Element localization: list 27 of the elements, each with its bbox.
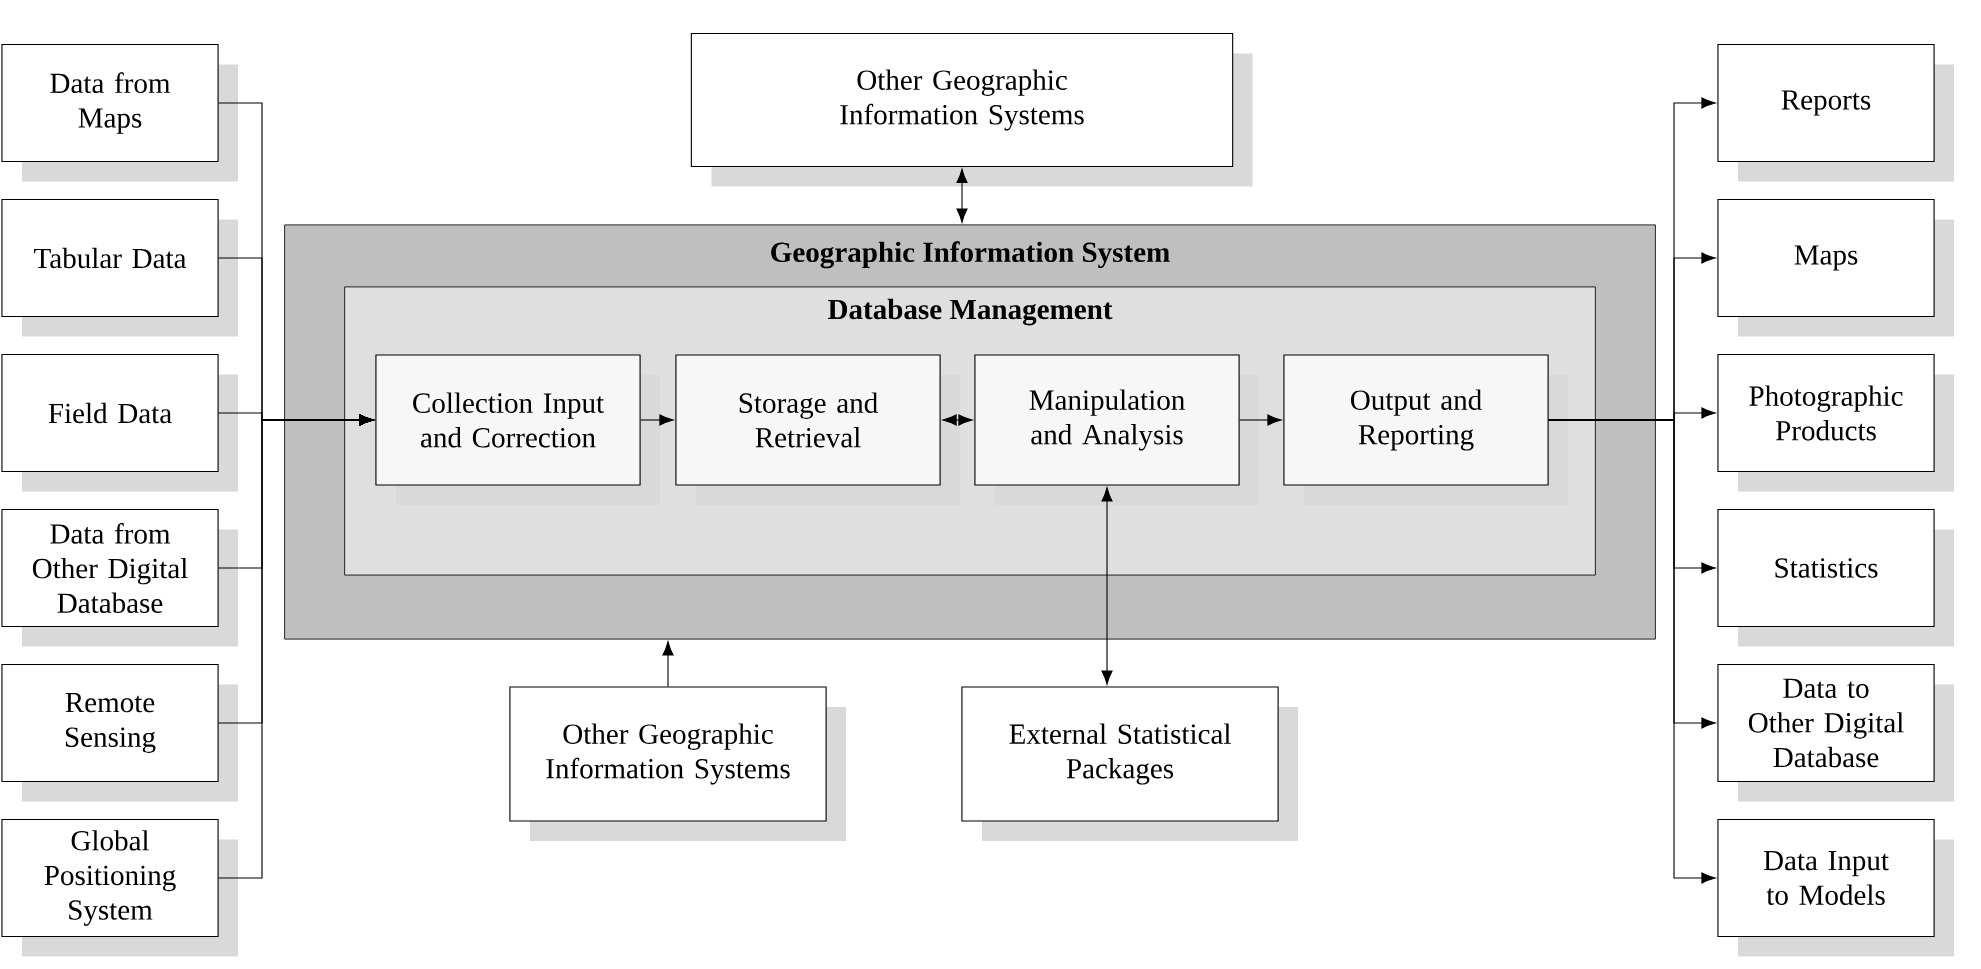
text-box: Data from Maps xyxy=(1,43,238,182)
text-box: Maps xyxy=(1717,198,1954,337)
process-box: Manipulation and Analysis xyxy=(974,354,1259,505)
text-box: Statistics xyxy=(1717,508,1954,647)
text-box: Tabular Data xyxy=(1,198,238,337)
text-box: Photographic Products xyxy=(1717,353,1954,492)
text-box: Remote Sensing xyxy=(1,663,238,802)
text-box: Field Data xyxy=(1,353,238,492)
text-box: Other Geographic Information Systems xyxy=(690,32,1253,187)
arrow xyxy=(662,641,674,687)
text-box: Reports xyxy=(1717,43,1954,182)
arrow xyxy=(640,414,674,426)
text-box: Global Positioning System xyxy=(1,818,238,957)
process-box: Storage and Retrieval xyxy=(675,354,960,505)
process-box: Collection Input and Correction xyxy=(375,354,660,505)
arrow xyxy=(1548,419,1716,884)
process-box: Output and Reporting xyxy=(1283,354,1568,505)
text-box: External Statistical Packages xyxy=(961,686,1298,841)
text-box: Other Geographic Information Systems xyxy=(509,686,846,841)
arrow xyxy=(218,414,374,879)
arrow xyxy=(1239,414,1282,426)
arrow xyxy=(942,414,973,426)
text-box: Data to Other Digital Database xyxy=(1717,663,1954,802)
text-box: Data Input to Models xyxy=(1717,818,1954,957)
arrow xyxy=(956,168,968,223)
text-box: Data from Other Digital Database xyxy=(1,508,238,647)
arrow xyxy=(1101,487,1113,685)
